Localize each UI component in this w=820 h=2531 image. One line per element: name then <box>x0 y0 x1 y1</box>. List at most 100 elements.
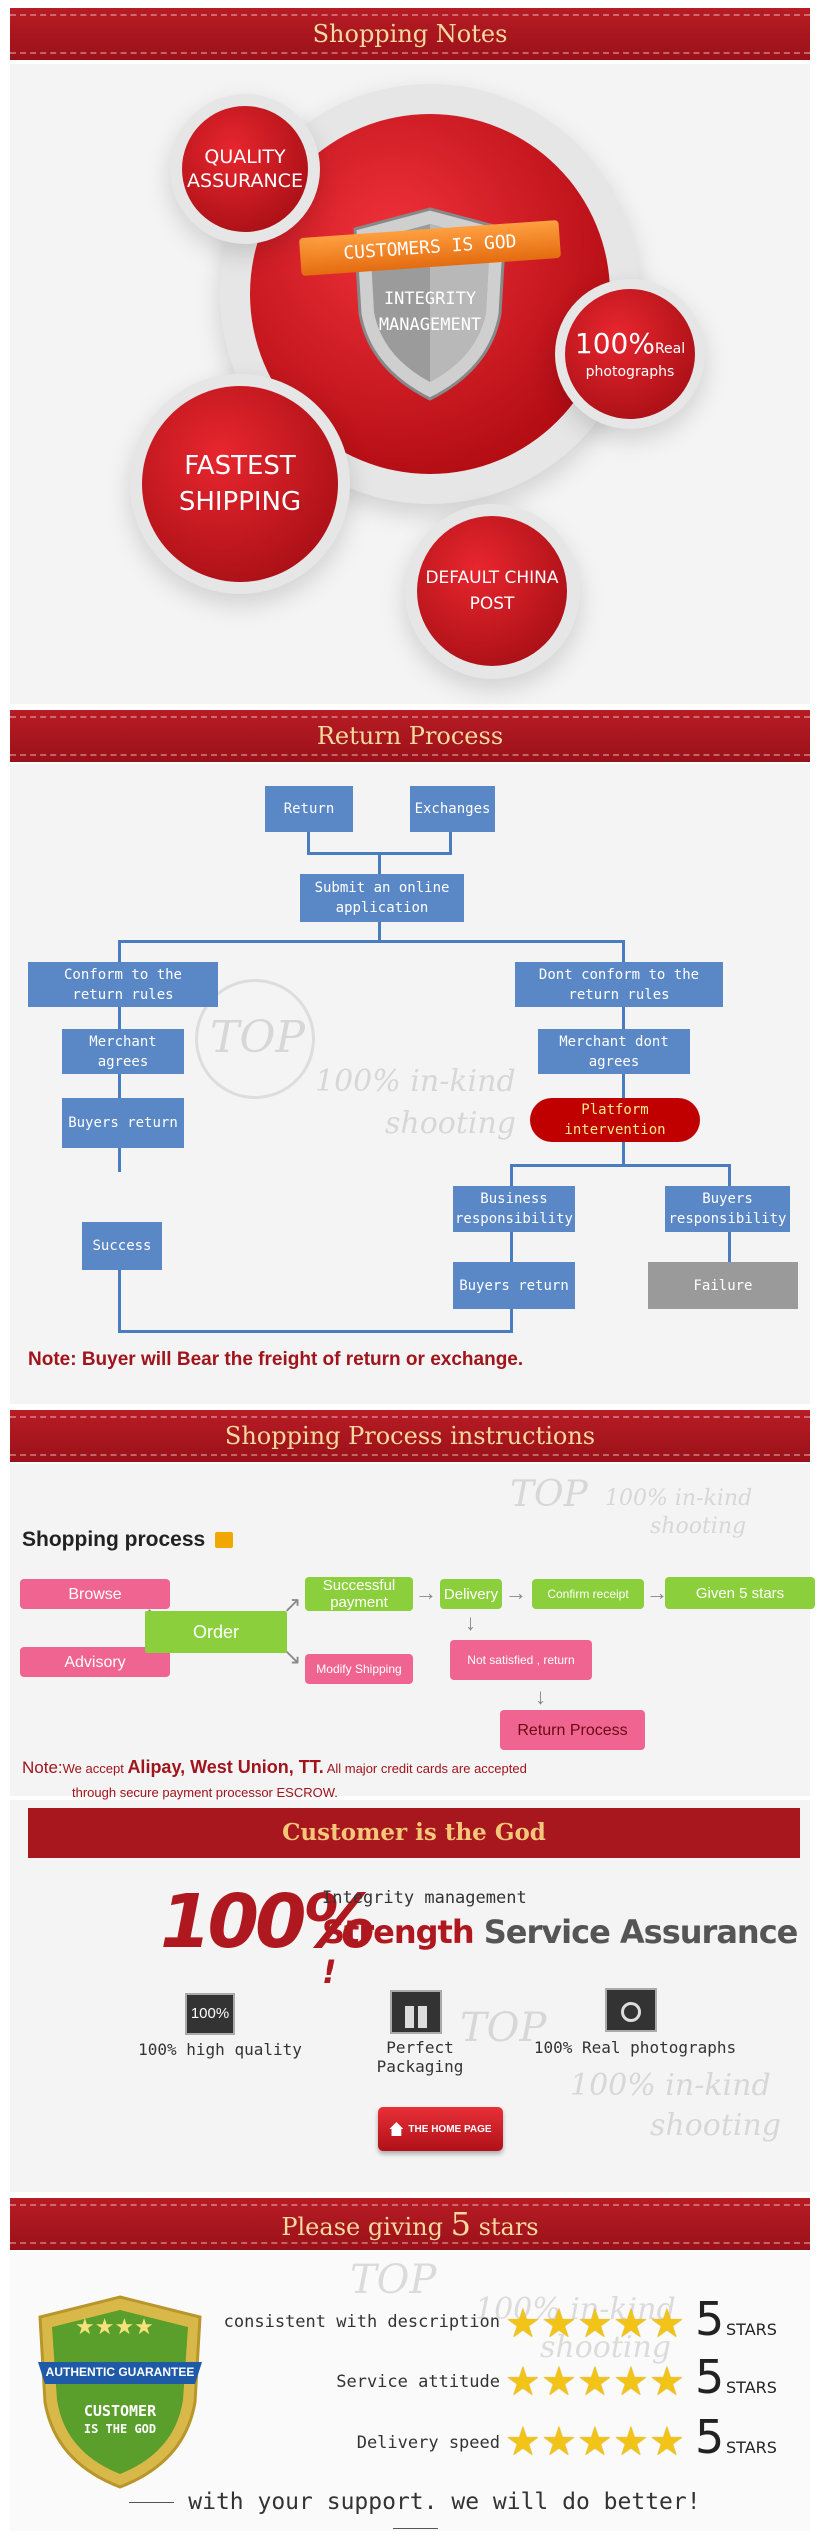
shopping-process-banner: Shopping Process instructions <box>10 1410 810 1462</box>
dont-conform-line-2: return rules <box>568 986 670 1003</box>
fastest-shipping-circle: FASTEST SHIPPING <box>142 386 338 582</box>
failure-box: Failure <box>648 1262 798 1309</box>
real-photographs-label: 100% Real photographs <box>533 2038 737 2057</box>
watermark-line-2-4: shooting <box>540 2330 672 2365</box>
star-icon: ★ <box>649 2360 685 2404</box>
lock-icon <box>215 1532 234 1549</box>
hundred-percent-logo: 100% <box>160 1879 377 1965</box>
support-footer: with your support. we will do better! <box>100 2489 730 2531</box>
browse-box: Browse <box>20 1579 170 1609</box>
watermark-line-1-3: 100% in-kind <box>570 2068 771 2103</box>
row-num-service: 5 <box>695 2350 725 2404</box>
platform-line-2: intervention <box>564 1122 666 1138</box>
return-box: Return <box>265 786 353 832</box>
badge-god-text: IS THE GOD <box>83 2422 157 2436</box>
dont-conform-rules-box: Dont conform to the return rules <box>515 962 723 1007</box>
payment-line-1: Successful <box>322 1577 396 1594</box>
buyers-resp-line-2: responsibility <box>668 1211 787 1227</box>
quality-line-2: ASSURANCE <box>187 170 303 192</box>
dont-conform-line-1: Dont conform to the <box>538 966 700 983</box>
row-stars-word-delivery: STARS <box>726 2438 777 2457</box>
watermark-line-1-4: 100% in-kind <box>475 2292 676 2327</box>
arrow-delivery-return: ↓ <box>465 1610 476 1635</box>
conform-line-1: Conform to the <box>63 966 182 983</box>
arrow-return-process: ↓ <box>535 1684 546 1709</box>
watermark-logo-2: TOP <box>510 1474 588 1515</box>
star-icon: ★ <box>577 2420 613 2464</box>
arrow-confirm-given: → <box>646 1580 668 1605</box>
authentic-guarantee-badge-icon: ★★★★ <box>38 2295 202 2489</box>
five-stars-banner-num: 5 <box>450 2205 471 2243</box>
conform-rules-box: Conform to the return rules <box>28 962 218 1007</box>
home-page-button[interactable]: THE HOME PAGE <box>378 2107 503 2151</box>
star-icon: ★ <box>541 2302 577 2346</box>
five-stars-banner: Please giving 5 stars <box>10 2198 810 2250</box>
row-num-delivery: 5 <box>695 2410 725 2464</box>
row-stars-word-description: STARS <box>726 2320 777 2339</box>
shield-text: INTEGRITY MANAGEMENT <box>345 286 515 338</box>
conform-line-2: return rules <box>72 986 174 1003</box>
real-photographs-circle: 100%Real photographs <box>565 289 695 419</box>
star-icon: ★ <box>505 2360 541 2404</box>
real-percent: 100% <box>574 326 655 360</box>
high-quality-label: 100% high quality <box>138 2040 302 2059</box>
shield-line-2: MANAGEMENT <box>378 315 482 335</box>
successful-payment-box: Successful payment <box>305 1577 413 1611</box>
integrity-management-text: Integrity management <box>322 1888 527 1908</box>
business-line-2: responsibility <box>454 1211 573 1227</box>
support-footer-text: with your support. we will do better! <box>188 2489 701 2515</box>
row-label-service: Service attitude <box>336 2372 500 2392</box>
business-line-1: Business <box>480 1191 548 1207</box>
merchant-agrees-box: Merchant agrees <box>62 1029 184 1074</box>
payment-note-post: All major credit cards are accepted <box>323 1761 527 1776</box>
svg-text:★★★★: ★★★★ <box>75 2314 154 2339</box>
submit-line-1: Submit an online <box>314 880 450 896</box>
star-icon: ★ <box>577 2302 613 2346</box>
gift-box-icon <box>390 1990 442 2034</box>
badge-customer-text: CUSTOMER <box>83 2402 157 2420</box>
row-stars-word-service: STARS <box>726 2378 777 2397</box>
star-icon: ★ <box>613 2420 649 2464</box>
payment-note: Note:We accept Alipay, West Union, TT. A… <box>22 1755 722 1805</box>
watermark-circle <box>195 979 315 1099</box>
star-icon: ★ <box>505 2302 541 2346</box>
row-num-description: 5 <box>695 2292 725 2346</box>
five-stars-banner-post: stars <box>470 2213 539 2241</box>
watermark-line-2-3: shooting <box>650 2108 782 2143</box>
strength-word: Strength <box>322 1913 475 1951</box>
payment-note-line-2: through secure payment processor ESCROW. <box>72 1785 338 1800</box>
star-icon: ★ <box>505 2420 541 2464</box>
buyers-resp-line-1: Buyers <box>702 1191 753 1207</box>
exchanges-box: Exchanges <box>410 786 495 832</box>
real-suffix: Real <box>654 340 686 357</box>
delivery-box: Delivery <box>440 1579 502 1609</box>
shopping-notes-banner: Shopping Notes <box>10 8 810 60</box>
service-assurance-words: Service Assurance <box>483 1913 799 1951</box>
confirm-receipt-box: Confirm receipt <box>532 1579 644 1609</box>
badge-authentic-text: AUTHENTIC GUARANTEE <box>45 2365 195 2379</box>
watermark-line-1: 100% in-kind <box>315 1064 516 1099</box>
shield-line-1: INTEGRITY <box>383 289 477 309</box>
row-label-delivery: Delivery speed <box>356 2433 500 2453</box>
camera-icon <box>605 1988 657 2032</box>
star-icon: ★ <box>541 2360 577 2404</box>
not-satisfied-box: Not satisfied , return <box>450 1640 592 1680</box>
shopping-process-title: Shopping process <box>22 1528 206 1551</box>
home-icon <box>389 2122 404 2136</box>
home-page-label: THE HOME PAGE <box>408 2123 492 2135</box>
return-process-panel: TOP 100% in-kind shooting Return Exchang… <box>10 764 810 1404</box>
customer-god-panel: Customer is the God 100% Integrity manag… <box>10 1800 810 2192</box>
real-word: photographs <box>585 363 675 380</box>
payment-note-label: Note: <box>22 1758 63 1777</box>
payment-note-pre: We accept <box>62 1761 128 1776</box>
watermark-logo-4: TOP <box>350 2257 437 2303</box>
arrow-payment-delivery: → <box>415 1580 437 1605</box>
success-box: Success <box>82 1222 162 1270</box>
modify-shipping-box: Modify Shipping <box>305 1654 413 1684</box>
order-box: Order <box>145 1611 287 1653</box>
return-process-banner: Return Process <box>10 710 810 762</box>
watermark-line-2-2: shooting <box>650 1514 747 1539</box>
post-line-1: DEFAULT CHINA <box>425 568 559 588</box>
return-process-box: Return Process <box>500 1710 645 1750</box>
watermark-logo: TOP <box>210 1012 306 1063</box>
